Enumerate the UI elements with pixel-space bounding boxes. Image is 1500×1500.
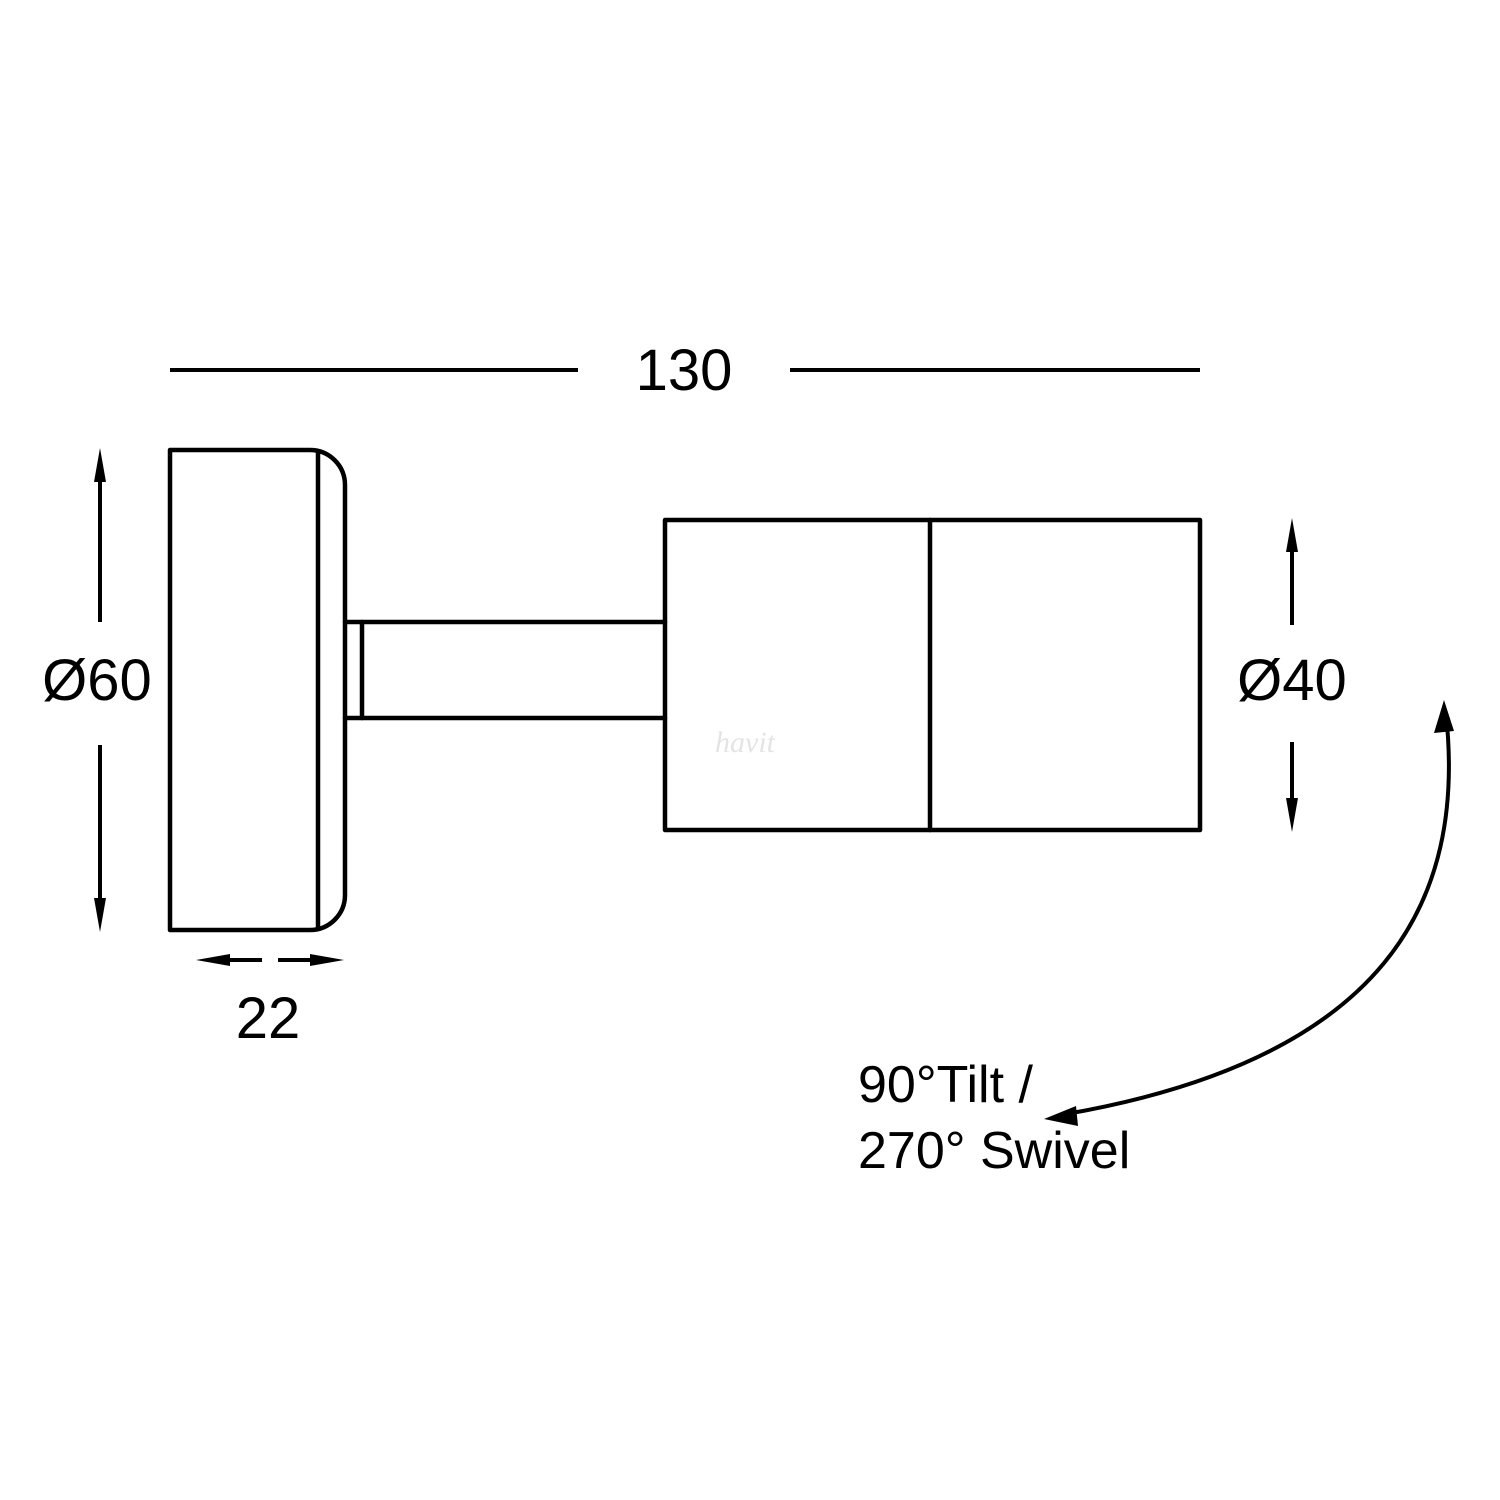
arrow-down-icon xyxy=(94,898,106,932)
dimension-body-diameter: Ø40 xyxy=(1237,518,1347,832)
watermark: havit xyxy=(715,726,776,759)
light-body xyxy=(662,517,1203,833)
arrow-down-icon xyxy=(1286,798,1298,832)
arrow-up-icon xyxy=(1434,700,1454,733)
overall-length-label: 130 xyxy=(636,338,733,403)
arrow-left-icon xyxy=(1044,1106,1078,1126)
arrow-left-icon xyxy=(196,954,230,966)
body-outline xyxy=(662,517,1203,833)
body-diameter-label: Ø40 xyxy=(1237,648,1347,713)
rotation-arc xyxy=(1065,713,1451,1116)
stem-arm xyxy=(342,619,668,721)
base-depth-label: 22 xyxy=(236,986,301,1051)
arrow-up-icon xyxy=(94,448,106,482)
base-diameter-label: Ø60 xyxy=(42,648,152,713)
base-canopy xyxy=(167,447,348,933)
dimension-overall-length: 130 xyxy=(170,338,1200,403)
arrow-right-icon xyxy=(310,954,344,966)
rotation-note-line2: 270° Swivel xyxy=(858,1122,1130,1180)
arrow-up-icon xyxy=(1286,518,1298,552)
dimension-base-diameter: Ø60 xyxy=(42,448,152,932)
base-outline xyxy=(167,447,348,933)
rotation-note-line1: 90°Tilt / xyxy=(858,1056,1033,1114)
dimension-base-depth: 22 xyxy=(196,954,344,1051)
rotation-annotation: 90°Tilt / 270° Swivel xyxy=(858,700,1454,1180)
